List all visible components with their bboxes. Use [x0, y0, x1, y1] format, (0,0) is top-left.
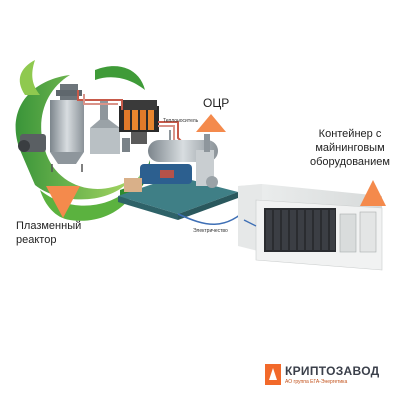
- brand-name: КРИПТОЗАВОД: [285, 364, 380, 378]
- container-label: Контейнер с майнинговым оборудованием: [310, 128, 390, 168]
- mining-container: [238, 184, 383, 271]
- orc-label: ОЦР: [203, 96, 230, 110]
- orc-unit: [118, 130, 238, 220]
- heat-exchanger-unit: [119, 100, 159, 144]
- brand-logo-icon: [265, 364, 281, 385]
- plasma-reactor-unit: [18, 84, 130, 172]
- brand-subtitle: АО группа ЕГА-Энергетика: [285, 379, 348, 385]
- reactor-label: Плазменный реактор: [16, 220, 82, 246]
- arrow-container-up: [360, 180, 386, 206]
- arrow-orc-up: [196, 114, 226, 132]
- electricity-label: Электричество: [193, 228, 228, 234]
- heat-carrier-label: Теплоноситель: [163, 118, 199, 124]
- arrow-reactor-down: [46, 186, 80, 218]
- brand-block: КРИПТОЗАВОД АО группа ЕГА-Энергетика: [263, 361, 389, 389]
